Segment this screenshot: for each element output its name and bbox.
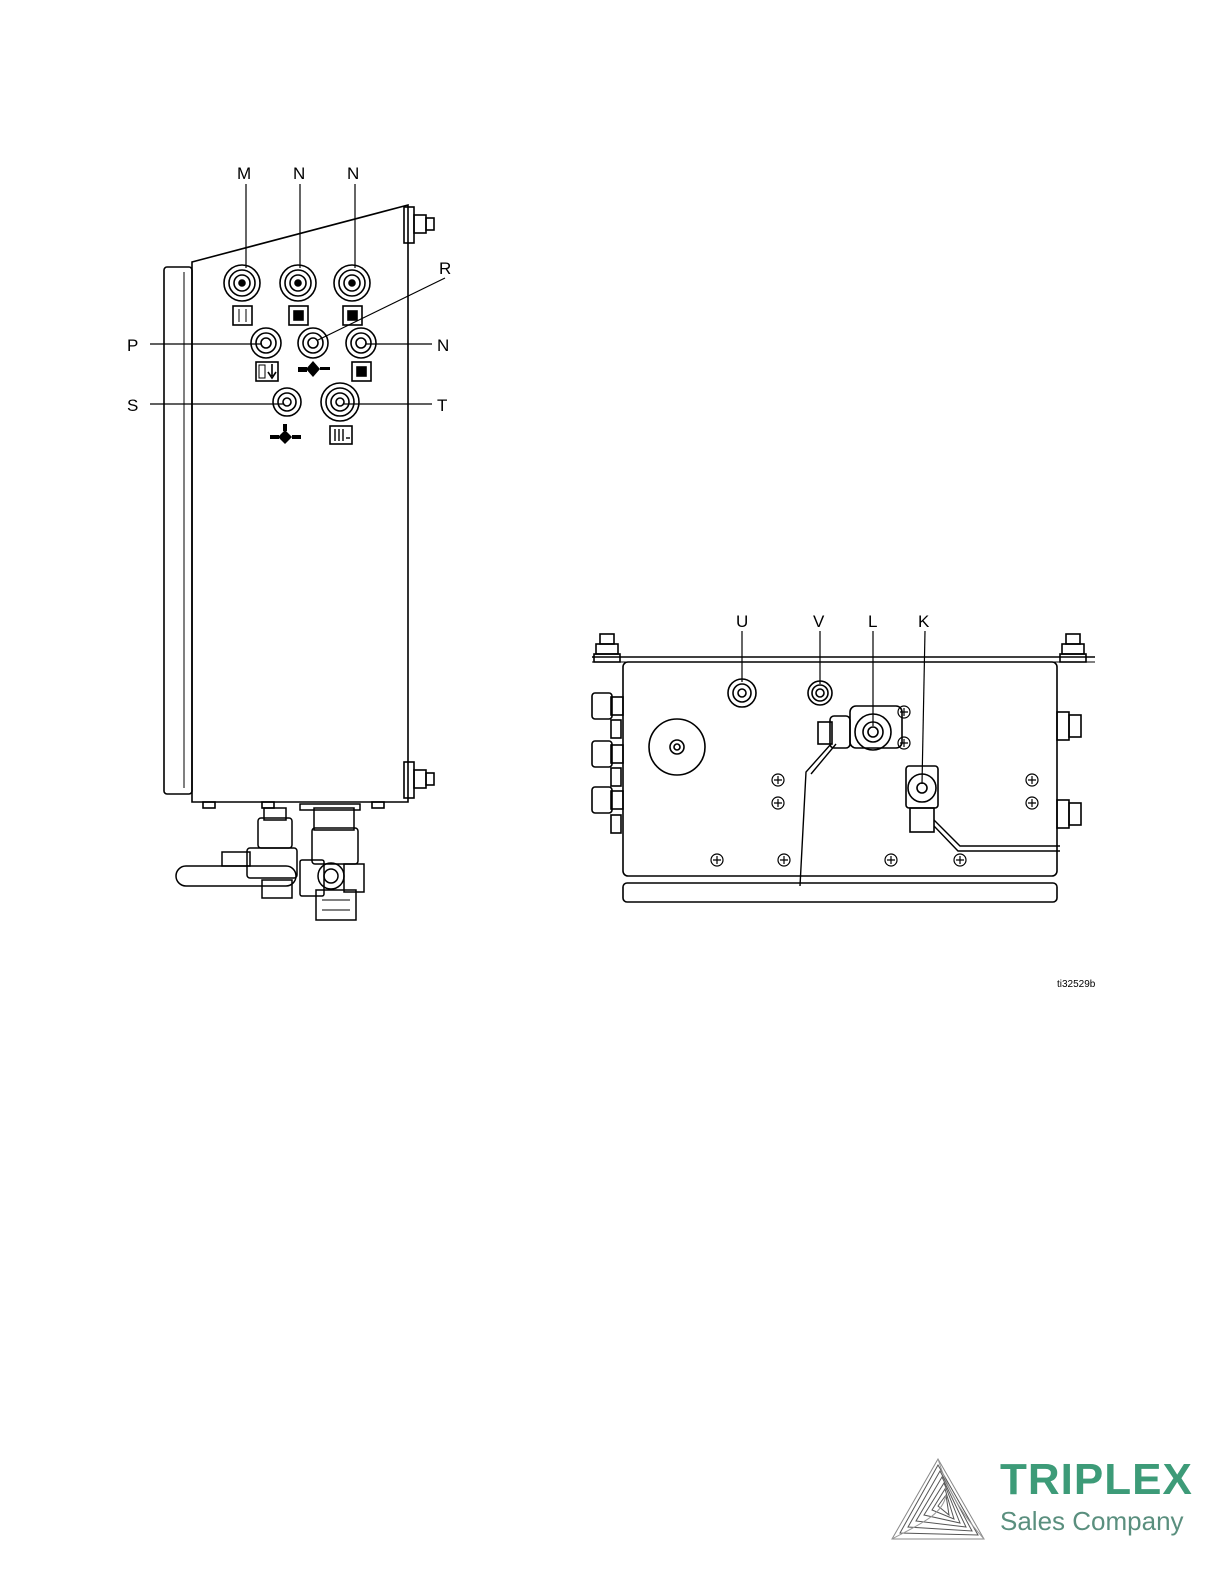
- label-n-1: N: [293, 164, 305, 183]
- side-fittings-right: [1057, 712, 1081, 828]
- label-l: L: [868, 612, 877, 631]
- fitting-v: [808, 681, 832, 705]
- panel-screws: [711, 706, 1038, 866]
- fitting-s: [273, 388, 301, 416]
- label-t: T: [437, 396, 447, 415]
- ball-valve-assembly: [176, 804, 364, 920]
- icon-box-m: [233, 306, 252, 325]
- fitting-r: [298, 328, 328, 358]
- left-labels: M N N R P N S T: [127, 164, 451, 415]
- right-panel-body: [623, 662, 1057, 876]
- label-n-3: N: [437, 336, 449, 355]
- fitting-m: [224, 265, 260, 301]
- left-panel-body: [192, 205, 408, 802]
- figure-id: ti32529b: [1057, 979, 1096, 990]
- left-panel-view: [150, 184, 445, 920]
- logo-subtitle: Sales Company: [1000, 1508, 1184, 1534]
- label-s: S: [127, 396, 138, 415]
- fitting-t: [321, 383, 359, 421]
- fitting-n-3: [346, 328, 376, 358]
- valve-icon-r: [298, 361, 330, 377]
- fitting-p: [251, 328, 281, 358]
- label-u: U: [736, 612, 748, 631]
- label-n-2: N: [347, 164, 359, 183]
- label-r: R: [439, 259, 451, 278]
- fitting-k: [906, 766, 1060, 851]
- fitting-n-2: [334, 265, 370, 301]
- right-labels: U V L K: [736, 612, 930, 631]
- valve-icon-s: [270, 424, 301, 444]
- valve-handle: [176, 866, 296, 886]
- label-m: M: [237, 164, 251, 183]
- fitting-n-1: [280, 265, 316, 301]
- label-p: P: [127, 336, 138, 355]
- icon-box-t: [330, 426, 352, 444]
- side-fittings-left: [592, 693, 623, 833]
- gauge-disc: [649, 719, 705, 775]
- triplex-spiral-triangle-icon: [888, 1455, 988, 1545]
- logo-name: TRIPLEX: [1000, 1458, 1193, 1502]
- fitting-l: [800, 706, 902, 886]
- label-k: K: [918, 612, 930, 631]
- left-panel-flange: [164, 267, 192, 794]
- base-plate: [623, 883, 1057, 902]
- right-panel-view: [592, 631, 1095, 902]
- fitting-u: [728, 679, 756, 707]
- label-v: V: [813, 612, 825, 631]
